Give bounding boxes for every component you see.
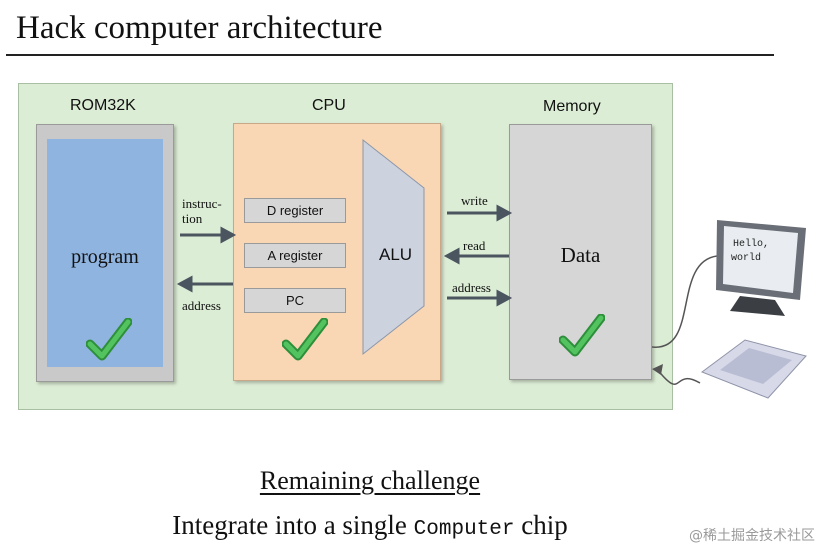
slide-title: Hack computer architecture <box>16 10 383 46</box>
watermark: @稀土掘金技术社区 <box>689 528 815 544</box>
write-label: write <box>461 193 488 208</box>
arrow-address-to-rom <box>176 275 233 293</box>
screen-text: Hello, world <box>731 238 769 264</box>
arrow-instruction <box>180 226 237 244</box>
alu-shape <box>362 138 425 356</box>
caption-before: Integrate into a single <box>172 510 414 540</box>
monitor-icon <box>716 220 806 316</box>
challenge-caption: Integrate into a single Computer chip <box>0 510 740 541</box>
arrow-address-to-memory <box>447 289 513 307</box>
program-text: program <box>71 246 139 268</box>
pc-register: PC <box>244 288 346 313</box>
screen-text-line-2: world <box>731 252 761 264</box>
rom-block: program <box>36 124 174 382</box>
cpu-label: CPU <box>312 97 346 114</box>
remaining-challenge-text: Remaining challenge <box>259 466 481 495</box>
instruction-label: instruc- tion <box>182 196 222 226</box>
data-text: Data <box>560 243 601 267</box>
arrow-write <box>447 204 513 222</box>
a-register: A register <box>244 243 346 268</box>
cpu-check-icon <box>282 318 328 361</box>
arrow-read <box>443 247 509 265</box>
rom-label: ROM32K <box>70 97 136 114</box>
memory-check-icon <box>559 314 605 357</box>
caption-after: chip <box>514 510 568 540</box>
instruction-label-line-1: instruc- <box>182 196 222 211</box>
caption-code: Computer <box>413 518 515 541</box>
address-to-memory-label: address <box>452 280 491 295</box>
title-underline <box>6 54 774 56</box>
memory-block: Data <box>509 124 652 380</box>
keyboard-icon <box>700 339 807 399</box>
keyboard-cable <box>656 368 701 385</box>
rom-check-icon <box>86 318 132 361</box>
read-label: read <box>463 238 486 253</box>
memory-label: Memory <box>543 98 601 115</box>
remaining-challenge-heading: Remaining challenge <box>0 466 740 496</box>
instruction-label-line-2: tion <box>182 211 203 226</box>
rom-program-area: program <box>47 139 163 367</box>
monitor-cable <box>651 255 718 348</box>
d-register: D register <box>244 198 346 223</box>
screen-text-line-1: Hello, <box>733 238 769 250</box>
address-to-rom-label: address <box>182 298 221 313</box>
alu-label: ALU <box>379 245 413 264</box>
keyboard-cable-arrow <box>652 364 663 375</box>
